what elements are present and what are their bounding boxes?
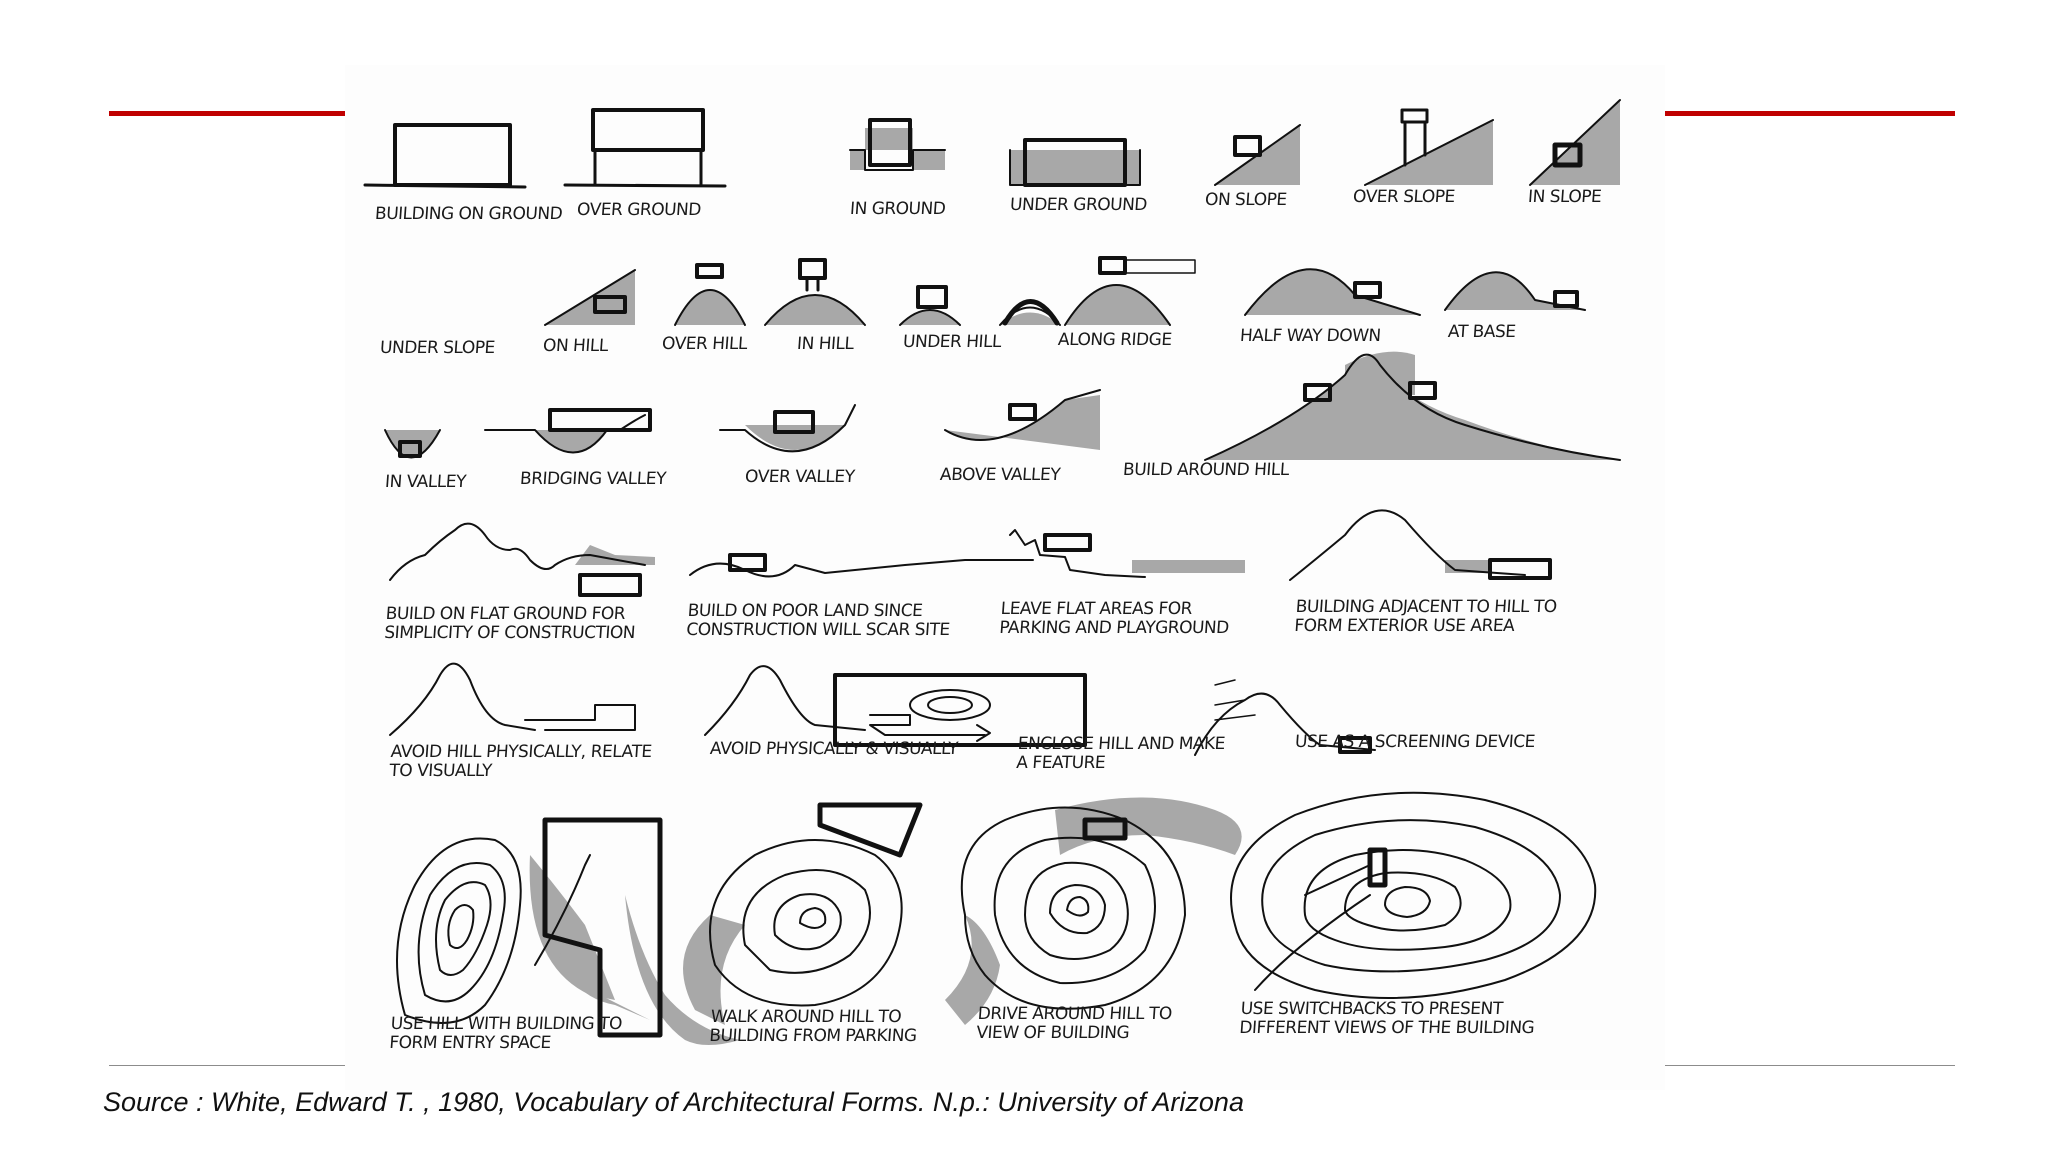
caption-under-hill: UNDER HILL [902, 332, 1002, 352]
caption-half-way-down: HALF WAY DOWN [1239, 326, 1382, 346]
caption-build-around-hill: BUILD AROUND HILL [1122, 460, 1290, 480]
caption-use-hill-entry: USE HILL WITH BUILDING TO FORM ENTRY SPA… [388, 1014, 623, 1053]
caption-in-ground: IN GROUND [849, 199, 946, 219]
caption-screening-device: USE AS A SCREENING DEVICE [1294, 732, 1536, 752]
caption-above-valley: ABOVE VALLEY [939, 465, 1061, 485]
caption-build-on-poor-land: BUILD ON POOR LAND SINCE CONSTRUCTION WI… [685, 601, 951, 640]
caption-building-adjacent: BUILDING ADJACENT TO HILL TO FORM EXTERI… [1293, 597, 1558, 636]
footer-rule-left [109, 1065, 346, 1066]
caption-use-switchbacks: USE SWITCHBACKS TO PRESENT DIFFERENT VIE… [1238, 999, 1535, 1038]
header-rule-right [1665, 111, 1955, 116]
caption-enclose-hill: ENCLOSE HILL AND MAKE A FEATURE [1015, 734, 1226, 773]
caption-at-base: AT BASE [1447, 322, 1517, 342]
caption-under-slope: UNDER SLOPE [379, 338, 496, 358]
caption-avoid-hill-physically: AVOID HILL PHYSICALLY, RELATE TO VISUALL… [388, 742, 653, 781]
header-rule-left [109, 111, 346, 116]
caption-drive-around-hill: DRIVE AROUND HILL TO VIEW OF BUILDING [975, 1004, 1173, 1043]
caption-in-hill: IN HILL [796, 334, 855, 354]
source-citation: Source : White, Edward T. , 1980, Vocabu… [103, 1087, 1244, 1117]
caption-over-hill: OVER HILL [661, 334, 748, 354]
caption-avoid-physically-visually: AVOID PHYSICALLY & VISUALLY [709, 739, 959, 759]
caption-over-valley: OVER VALLEY [744, 467, 856, 487]
caption-in-slope: IN SLOPE [1527, 187, 1602, 207]
caption-along-ridge: ALONG RIDGE [1057, 330, 1173, 350]
caption-on-slope: ON SLOPE [1204, 190, 1288, 210]
caption-over-slope: OVER SLOPE [1352, 187, 1456, 207]
footer-rule-right [1665, 1065, 1955, 1066]
caption-leave-flat-areas: LEAVE FLAT AREAS FOR PARKING AND PLAYGRO… [998, 599, 1230, 638]
caption-building-on-ground: BUILDING ON GROUND [374, 204, 563, 224]
caption-walk-around-hill: WALK AROUND HILL TO BUILDING FROM PARKIN… [708, 1007, 918, 1046]
caption-in-valley: IN VALLEY [384, 472, 467, 492]
caption-on-hill: ON HILL [542, 336, 609, 356]
caption-over-ground: OVER GROUND [576, 200, 702, 220]
caption-build-on-flat-ground: BUILD ON FLAT GROUND FOR SIMPLICITY OF C… [383, 604, 636, 643]
site-relationship-diagram: BUILDING ON GROUND OVER GROUND IN GROUND… [345, 65, 1665, 1090]
diagram-sketches [363, 99, 1621, 1045]
caption-bridging-valley: BRIDGING VALLEY [519, 469, 667, 489]
caption-under-ground: UNDER GROUND [1009, 195, 1148, 215]
